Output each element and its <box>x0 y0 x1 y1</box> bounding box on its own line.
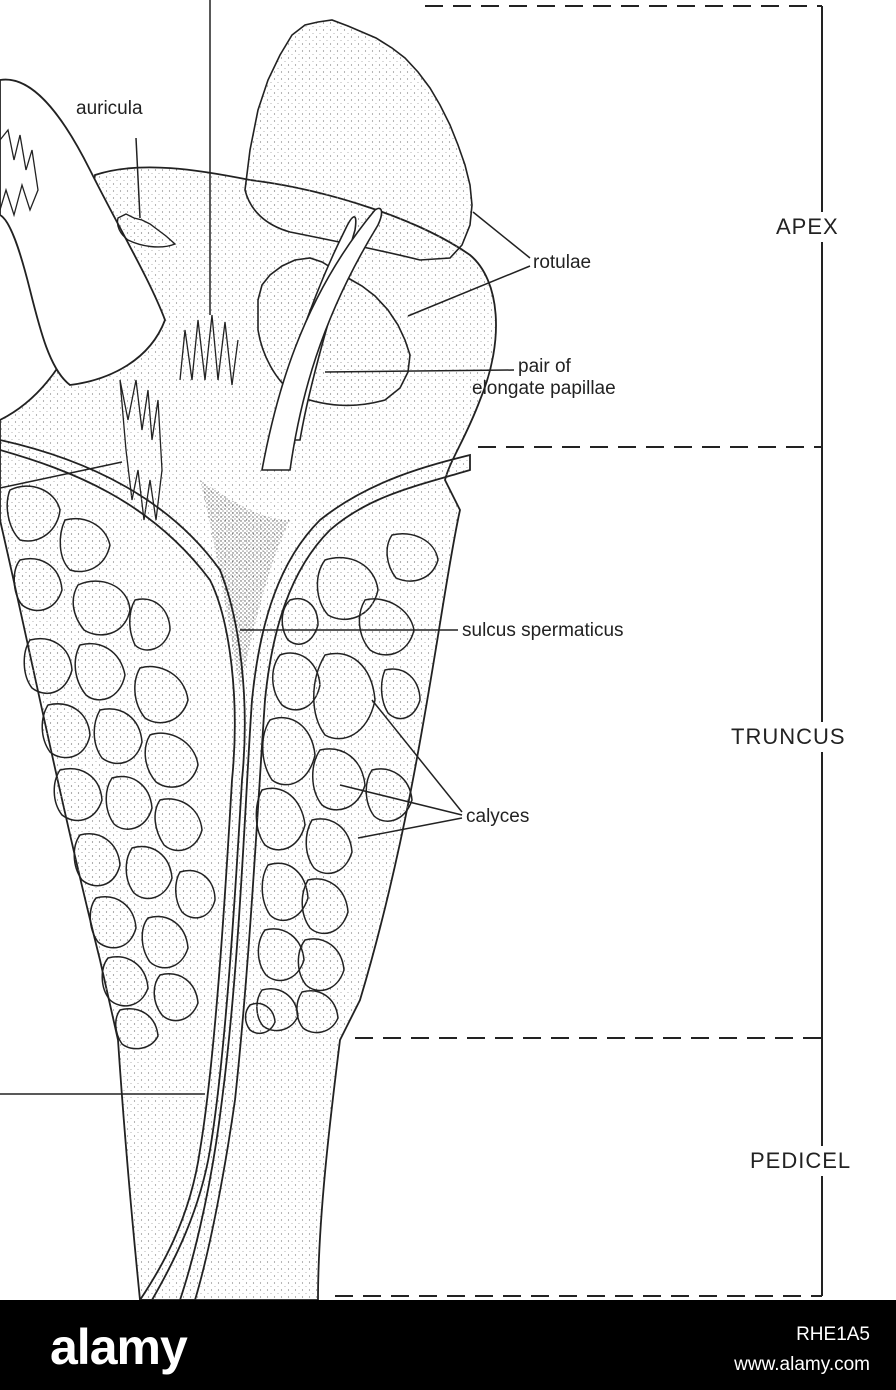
auricula-structure <box>116 213 177 248</box>
region-label-truncus: TRUNCUS <box>731 722 846 752</box>
anatomical-illustration: auricula rotulae pair of elongate papill… <box>0 0 852 1300</box>
region-label-apex: APEX <box>776 212 839 242</box>
region-label-pedicel: PEDICEL <box>750 1146 852 1176</box>
organ-body <box>0 78 497 1300</box>
label-sulcus-spermaticus: sulcus spermaticus <box>462 620 624 641</box>
label-elongate-papillae-line2: elongate papillae <box>472 378 616 399</box>
image-code: RHE1A5 <box>796 1324 870 1345</box>
site-url: www.alamy.com <box>734 1354 870 1375</box>
label-calyces: calyces <box>466 806 530 827</box>
rotulae-structures <box>244 19 473 407</box>
elongate-papillae <box>261 207 383 471</box>
label-rotulae: rotulae <box>533 252 592 273</box>
spine-tufts <box>0 128 239 521</box>
calyces-left <box>6 485 216 1050</box>
label-auricula: auricula <box>76 98 143 119</box>
alamy-logo: alamy <box>50 1319 188 1375</box>
watermark-bar: alamy RHE1A5 www.alamy.com <box>0 1300 896 1390</box>
calyces-right <box>244 533 439 1035</box>
sulcus-ridge <box>0 439 471 1300</box>
leader-lines <box>0 0 531 1095</box>
label-elongate-papillae-line1: pair of <box>518 356 571 377</box>
hemipenis-drawing <box>0 0 823 1300</box>
